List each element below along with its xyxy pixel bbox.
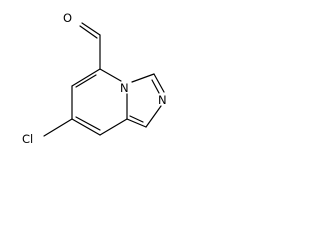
bond-c7-c8 bbox=[71, 118, 101, 136]
bond-c3-n2-inner bbox=[151, 79, 160, 94]
bond-cho-o-1 bbox=[81, 22, 101, 36]
bond-c5-c6 bbox=[71, 68, 101, 87]
aldehyde-group: O bbox=[63, 11, 101, 70]
molecule-canvas: O N N Cl bbox=[0, 0, 187, 155]
chloro-group: Cl bbox=[22, 118, 73, 146]
bond-n2-c1 bbox=[145, 105, 162, 128]
imidazole-ring: N bbox=[126, 73, 167, 128]
bond-c8-c8a bbox=[99, 118, 128, 136]
ring-nitrogen-label: N bbox=[120, 81, 129, 95]
bond-n4-c3 bbox=[131, 73, 155, 83]
bond-c5-c6-inner bbox=[75, 74, 97, 88]
bond-n4-c5 bbox=[99, 68, 122, 82]
imidazole-nitrogen-label: N bbox=[158, 93, 167, 107]
oxygen-label: O bbox=[63, 11, 72, 25]
chlorine-label: Cl bbox=[22, 132, 33, 146]
bond-cho-o-2 bbox=[79, 25, 98, 39]
bond-c7-c8-inner bbox=[75, 116, 101, 131]
bond-c7-cl bbox=[43, 118, 73, 137]
bond-c1-c8a bbox=[126, 118, 147, 128]
bond-c3-n2 bbox=[153, 73, 165, 93]
imidazopyridine-structure: O N N Cl bbox=[22, 11, 167, 146]
bond-c1-c8a-inner bbox=[129, 115, 144, 123]
pyridine-ring: N bbox=[71, 68, 129, 136]
